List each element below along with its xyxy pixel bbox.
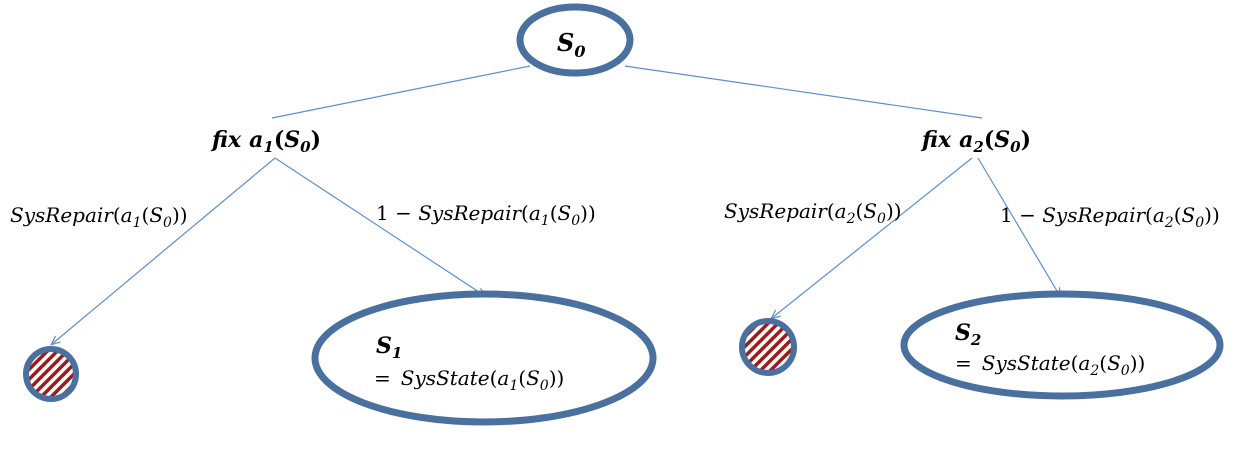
- edge-root-to-fix-a2: [624, 65, 983, 119]
- s1-node-symbol: S1: [376, 333, 402, 362]
- edge-root-to-fix-a1: [271, 65, 531, 119]
- failure-node-a1: [23, 346, 79, 402]
- s1-node-ellipse: [311, 290, 657, 426]
- failure-node-a2: [739, 318, 797, 376]
- s2-node-equation: =SysState(a2(S0)): [955, 351, 1145, 379]
- edge-label-fail-a2: 1 − SysRepair(a2(S0)): [1000, 203, 1220, 231]
- edge-label-repair-a1: SysRepair(a1(S0)): [10, 203, 188, 231]
- s2-node-ellipse: [900, 290, 1224, 400]
- edge-repair-a1-arrow: [52, 157, 276, 344]
- edge-label-fail-a1: 1 − SysRepair(a1(S0)): [376, 201, 596, 229]
- root-node-label: S0: [557, 28, 585, 61]
- edge-label-repair-a2: SysRepair(a2(S0)): [724, 199, 902, 227]
- edge-repair-a2-arrow: [772, 157, 973, 318]
- edge-fail-a1-arrow: [274, 157, 485, 296]
- root-node-ellipse: [516, 3, 634, 77]
- s2-node-symbol: S2: [955, 320, 981, 349]
- edge-fail-a2-arrow: [977, 157, 1060, 296]
- s1-node-equation: =SysState(a1(S0)): [374, 366, 564, 394]
